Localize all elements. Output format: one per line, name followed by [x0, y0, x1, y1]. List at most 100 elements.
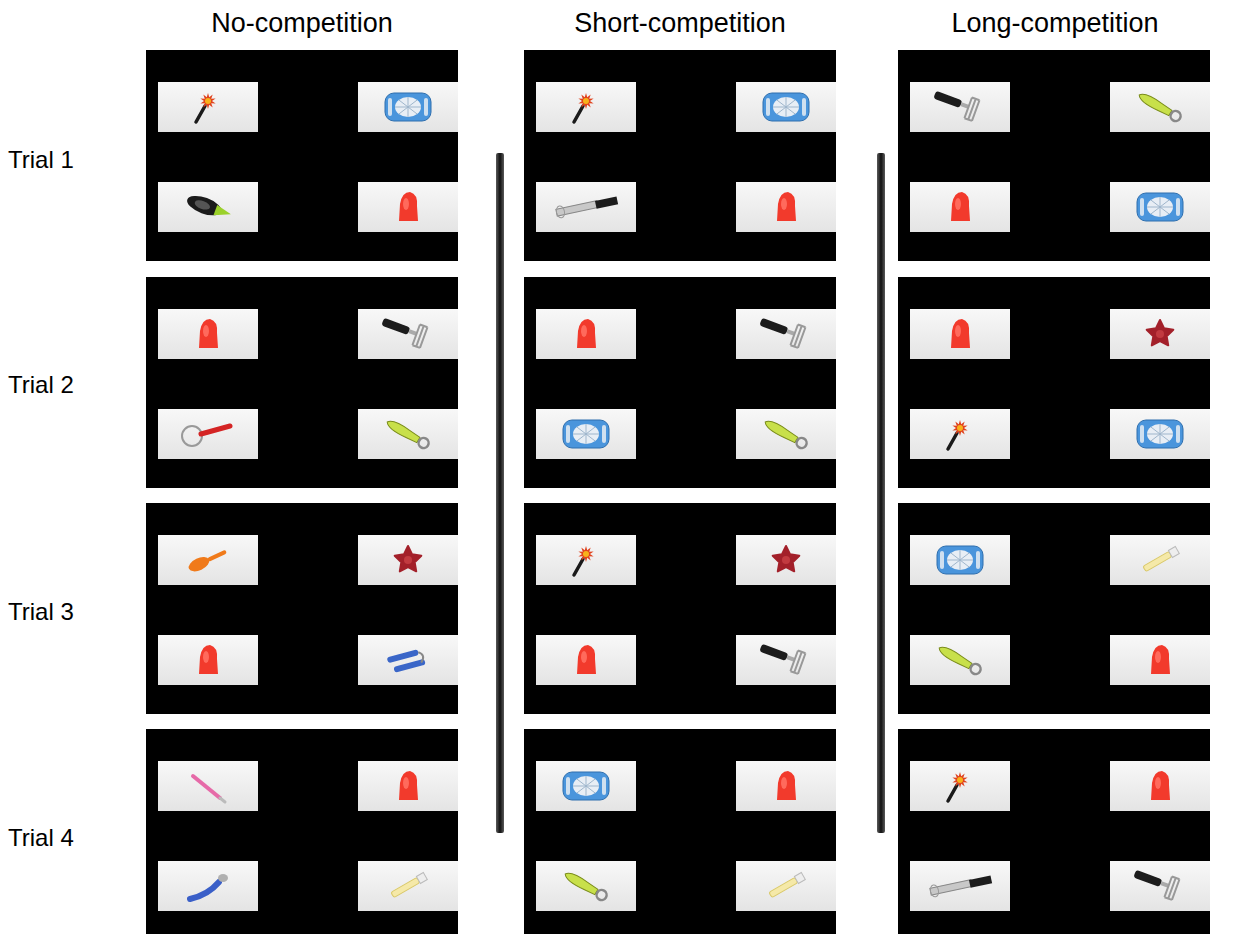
- column-header: Long-competition: [951, 8, 1158, 39]
- red-object-highlight: [781, 198, 787, 210]
- slicer-blade: [1160, 200, 1169, 207]
- slicer-blade: [395, 107, 408, 108]
- slicer-blade: [960, 560, 961, 570]
- slicer-frame: [563, 772, 609, 800]
- opener-head: [595, 888, 609, 902]
- slicer-blade: [1160, 434, 1173, 435]
- tile-ground: [536, 82, 636, 132]
- slicer-blade: [1160, 424, 1161, 434]
- slicer-slot: [424, 98, 428, 116]
- slicer-blade: [586, 434, 587, 444]
- tile-ground: [736, 861, 836, 911]
- panel-ground: [146, 277, 458, 488]
- slicer-blade: [1160, 207, 1161, 217]
- slicer-blade: [577, 434, 586, 441]
- red-object-highlight: [781, 777, 787, 789]
- object-tile: [358, 409, 458, 459]
- opener: [1137, 91, 1183, 123]
- trial-panel: [524, 729, 836, 934]
- red-object-highlight: [581, 325, 587, 337]
- object-tile: [536, 82, 636, 132]
- trial-panel: [146, 729, 458, 934]
- slicer-blade: [408, 107, 409, 117]
- object-tile: [910, 409, 1010, 459]
- trial-panel: [146, 503, 458, 714]
- red-object: [199, 319, 218, 348]
- object-tile: [910, 535, 1010, 585]
- object-tile: [536, 182, 636, 232]
- slicer-blade: [586, 786, 587, 796]
- opener-handle: [937, 644, 973, 670]
- object-tile: [158, 761, 258, 811]
- slicer-blade: [1151, 200, 1160, 207]
- red-object: [399, 771, 418, 800]
- panel-ground: [146, 503, 458, 714]
- slicer-ring: [573, 424, 599, 444]
- object-tile: [1110, 761, 1210, 811]
- slicer-blade: [1151, 427, 1160, 434]
- tile-ground: [358, 182, 458, 232]
- opener: [937, 644, 983, 676]
- scoop-bowl: [186, 554, 211, 574]
- opener-handle: [1137, 91, 1173, 117]
- slicer-blade: [586, 779, 595, 786]
- tool-loop: [555, 205, 565, 218]
- object-tile: [1110, 535, 1210, 585]
- slicer-blade: [586, 427, 595, 434]
- tool-loop: [929, 884, 939, 897]
- tool-blade: [213, 205, 232, 221]
- strap-loop: [182, 426, 202, 446]
- peeler-blade: [220, 798, 225, 802]
- tool-handle: [933, 91, 962, 108]
- object-tile: [358, 309, 458, 359]
- object-tile: [736, 861, 836, 911]
- yellow-tool: [390, 873, 427, 899]
- object-tile: [358, 182, 458, 232]
- yellow-tool: [1142, 547, 1179, 573]
- red-object-highlight: [955, 325, 961, 337]
- slicer-blade: [1160, 197, 1161, 207]
- red-object-highlight: [403, 198, 409, 210]
- tool-body: [391, 877, 420, 897]
- slicer-blade: [777, 107, 786, 114]
- row-label: Trial 1: [8, 146, 74, 174]
- object-tile: [910, 861, 1010, 911]
- opener: [563, 870, 609, 902]
- slicer-blade: [586, 424, 587, 434]
- masher: [757, 638, 806, 674]
- tool-body: [1143, 551, 1172, 571]
- opener-head: [969, 662, 983, 676]
- opener-handle: [763, 418, 799, 444]
- object-tile: [536, 761, 636, 811]
- slicer-slot: [566, 425, 570, 443]
- red-object: [951, 319, 970, 348]
- peeler-handle: [193, 776, 220, 798]
- red-object-highlight: [403, 777, 409, 789]
- tile-ground: [158, 535, 258, 585]
- slicer-blade: [1151, 434, 1160, 441]
- slicer-ring: [773, 97, 799, 117]
- opener-handle: [563, 870, 599, 896]
- object-tile: [158, 535, 258, 585]
- tool-handle: [1133, 870, 1162, 887]
- red-object-highlight: [203, 651, 209, 663]
- scoop-handle: [207, 550, 227, 562]
- tool-shaft: [556, 201, 599, 217]
- pinwheel-head: [578, 93, 593, 109]
- tile-ground: [536, 861, 636, 911]
- label-text: Trial 1: [8, 146, 74, 173]
- tile-ground: [158, 761, 258, 811]
- panel-ground: [898, 50, 1210, 261]
- object-tile: [1110, 635, 1210, 685]
- long-tool: [929, 873, 992, 898]
- slicer-blade: [960, 560, 969, 567]
- masher-head: [790, 651, 805, 674]
- pinwheel-head: [952, 420, 967, 436]
- panel-ground: [524, 503, 836, 714]
- object-tile: [358, 82, 458, 132]
- slicer-blade: [399, 100, 408, 107]
- slicer-blade: [573, 786, 586, 787]
- masher: [757, 312, 806, 348]
